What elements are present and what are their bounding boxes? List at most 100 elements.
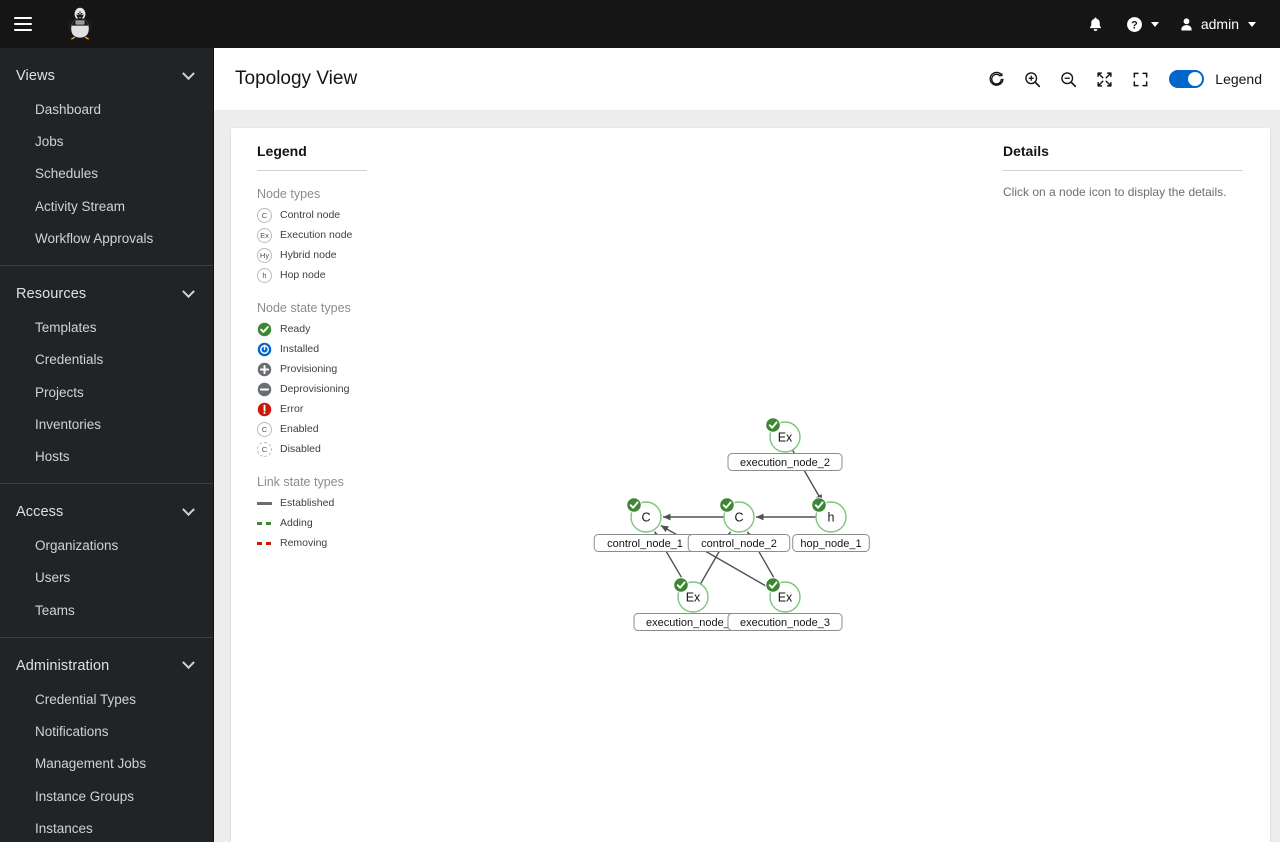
notifications-button[interactable]: [1076, 0, 1115, 48]
legend-state-provisioning-icon: [257, 362, 272, 377]
legend-node-type-icon: h: [257, 267, 272, 283]
topology-node-glyph: Ex: [778, 430, 793, 444]
zoom-out-icon: [1061, 71, 1076, 87]
sidebar-section-label: Resources: [16, 286, 87, 303]
legend-item-label: Error: [280, 403, 304, 415]
sidebar-item-inventories[interactable]: Inventories: [35, 416, 102, 432]
topology-node-control_node_2[interactable]: C: [719, 497, 755, 533]
sidebar-item-organizations[interactable]: Organizations: [35, 538, 119, 554]
masthead-actions: ? admin: [1076, 0, 1280, 48]
topology-node-state-ready-badge: [765, 577, 781, 593]
sidebar-section-access[interactable]: Access: [0, 494, 213, 530]
fullscreen-button[interactable]: [1123, 62, 1157, 96]
legend-group-title: Link state types: [257, 475, 344, 489]
sidebar-section-label: Views: [16, 68, 55, 84]
legend-item: C Disabled: [257, 439, 367, 459]
topology-node-hop_node_1[interactable]: h: [811, 497, 847, 533]
legend-link-removing-icon: [257, 536, 272, 551]
sidebar-section-views[interactable]: Views: [0, 58, 213, 94]
legend-item-label: Hop node: [280, 269, 326, 281]
legend-group-title: Node types: [257, 187, 321, 201]
user-name: admin: [1200, 16, 1239, 32]
details-title: Details: [1003, 143, 1049, 159]
legend-item-label: Control node: [280, 209, 341, 221]
topology-node-label: execution_node_3: [727, 613, 843, 631]
topology-node-glyph: h: [828, 510, 835, 524]
sidebar-section-label: Access: [16, 504, 64, 521]
legend-item-label: Deprovisioning: [280, 383, 350, 395]
sidebar-item-projects[interactable]: Projects: [35, 384, 84, 400]
legend-node-type-icon: Hy: [257, 247, 272, 263]
user-menu[interactable]: admin: [1167, 0, 1266, 48]
topology-node-state-ready-badge: [626, 497, 642, 513]
topology-node-glyph: Ex: [686, 590, 701, 604]
topology-node-label-text: control_node_1: [607, 538, 683, 550]
topology-node-control_node_1[interactable]: C: [626, 497, 662, 533]
details-panel: Details Click on a node icon to display …: [1003, 143, 1243, 201]
legend-state-installed-icon: [257, 342, 272, 357]
refresh-button[interactable]: [979, 62, 1013, 96]
legend-item: Error: [257, 399, 367, 419]
chevron-down-icon: [182, 502, 195, 516]
legend-divider: [257, 170, 367, 171]
legend-state-error-icon: [257, 402, 272, 417]
sidebar-item-credential-types[interactable]: Credential Types: [35, 691, 137, 707]
topology-toolbar: Legend: [979, 62, 1262, 96]
sidebar-item-teams[interactable]: Teams: [35, 602, 75, 618]
sidebar-section-administration[interactable]: Administration: [0, 648, 213, 684]
sidebar-item-activity-stream[interactable]: Activity Stream: [35, 198, 126, 214]
sidebar-item-credentials[interactable]: Credentials: [35, 352, 104, 368]
legend-toggle[interactable]: [1169, 70, 1205, 88]
details-divider: [1003, 170, 1243, 171]
legend-node-type-icon: C: [257, 441, 272, 457]
topology-node-label-text: control_node_2: [701, 538, 777, 550]
sidebar-item-jobs[interactable]: Jobs: [35, 134, 64, 150]
topology-node-execution_node_1[interactable]: Ex: [673, 577, 709, 613]
topology-node-execution_node_3[interactable]: Ex: [765, 577, 801, 613]
legend-node-type-icon: Ex: [257, 227, 272, 243]
sidebar-item-instances[interactable]: Instances: [35, 820, 93, 836]
sidebar-item-schedules[interactable]: Schedules: [35, 166, 99, 182]
sidebar-item-workflow-approvals[interactable]: Workflow Approvals: [35, 230, 154, 246]
topology-node-state-ready-badge: [719, 497, 735, 513]
refresh-icon: [989, 71, 1004, 86]
details-empty-text: Click on a node icon to display the deta…: [1003, 185, 1227, 199]
topology-node-label-text: execution_node_3: [740, 617, 830, 629]
topology-node-execution_node_2[interactable]: Ex: [765, 417, 801, 453]
help-menu[interactable]: ?: [1115, 0, 1167, 48]
sidebar-item-instance-groups[interactable]: Instance Groups: [35, 788, 135, 804]
legend-item-label: Removing: [280, 537, 328, 549]
chevron-down-icon: [182, 656, 195, 670]
legend-state-ready-icon: [257, 322, 272, 337]
zoom-out-button[interactable]: [1051, 62, 1085, 96]
sidebar-item-users[interactable]: Users: [35, 570, 71, 586]
sidebar-section-resources[interactable]: Resources: [0, 276, 213, 312]
zoom-in-button[interactable]: [1015, 62, 1049, 96]
legend-item-label: Enabled: [280, 423, 319, 435]
sidebar-item-dashboard[interactable]: Dashboard: [35, 102, 102, 117]
brand-logo-icon[interactable]: [56, 0, 104, 48]
sidebar-item-management-jobs[interactable]: Management Jobs: [35, 756, 147, 772]
legend-item: h Hop node: [257, 265, 367, 285]
topology-node-labels: execution_node_2 hop_node_1 control_node_1…: [593, 453, 870, 631]
legend-item: Adding: [257, 513, 367, 533]
topology-node-label: hop_node_1: [792, 534, 870, 552]
topology-node-label-text: execution_node_1: [646, 617, 736, 629]
topology-node-label: control_node_2: [687, 534, 791, 552]
legend-item-label: Disabled: [280, 443, 321, 455]
chevron-down-icon: [182, 66, 195, 80]
bell-icon: [1089, 16, 1101, 31]
legend-item-label: Adding: [280, 517, 313, 529]
global-nav-toggle-icon[interactable]: [0, 0, 46, 48]
fit-to-screen-button[interactable]: [1087, 62, 1121, 96]
masthead: ? admin: [0, 0, 1280, 48]
sidebar-item-notifications[interactable]: Notifications: [35, 724, 109, 740]
topology-node-label-text: execution_node_2: [740, 457, 830, 469]
sidebar-item-hosts[interactable]: Hosts: [35, 448, 70, 464]
sidebar-item-templates[interactable]: Templates: [35, 320, 97, 336]
